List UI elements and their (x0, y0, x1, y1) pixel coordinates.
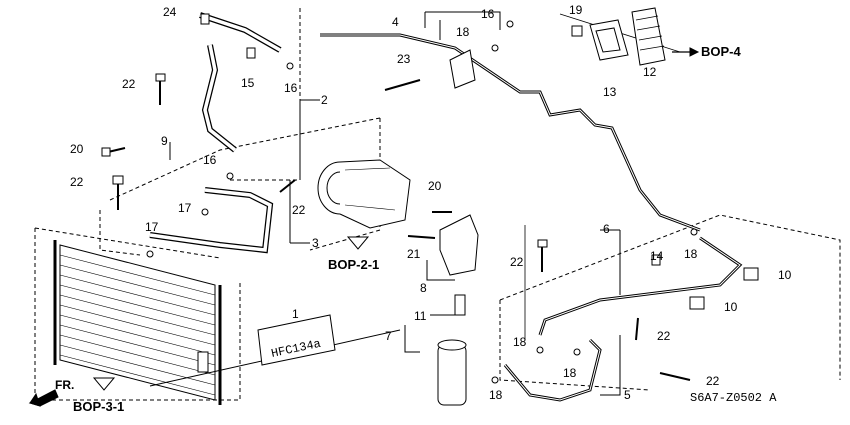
callout-17b: 17 (145, 220, 159, 234)
callout-8: 8 (420, 281, 427, 295)
callout-22c: 22 (292, 203, 306, 217)
callout-18c: 18 (513, 335, 527, 349)
callout-21: 21 (407, 247, 421, 261)
callout-14: 14 (650, 249, 664, 263)
seals (589, 7, 666, 66)
callout-19: 19 (569, 3, 583, 17)
callout-15: 15 (241, 76, 255, 90)
bracket-8 (439, 214, 479, 276)
callout-2: 2 (321, 93, 328, 107)
ref-bop-4: BOP-4 (701, 44, 742, 59)
label-plate (257, 314, 336, 366)
diagram-code: S6A7-Z0502 A (690, 391, 777, 405)
callout-22e: 22 (657, 329, 671, 343)
callout-10b: 10 (724, 300, 738, 314)
callout-12: 12 (643, 65, 657, 79)
callout-6: 6 (603, 222, 610, 236)
callout-22d: 22 (510, 255, 524, 269)
ref-bop-2-1: BOP-2-1 (328, 257, 379, 272)
callout-16b: 16 (203, 153, 217, 167)
callout-18a: 18 (456, 25, 470, 39)
callouts: 24 22 15 16 2 9 20 16 22 17 17 22 3 4 16… (70, 3, 792, 402)
group-boxes (34, 8, 841, 401)
callout-13: 13 (603, 85, 617, 99)
callout-20a: 20 (70, 142, 84, 156)
callout-10a: 10 (778, 268, 792, 282)
ref-bop-3-1: BOP-3-1 (73, 399, 124, 414)
callout-4: 4 (392, 15, 399, 29)
callout-16a: 16 (284, 81, 298, 95)
callout-20b: 20 (428, 179, 442, 193)
callout-7: 7 (385, 329, 392, 343)
callout-11: 11 (414, 309, 427, 323)
callout-5: 5 (624, 388, 631, 402)
callout-24: 24 (163, 5, 177, 19)
callout-16c: 16 (481, 7, 495, 21)
callout-9: 9 (161, 134, 168, 148)
bracket-23 (449, 49, 476, 89)
callout-18d: 18 (563, 366, 577, 380)
arrows (28, 47, 700, 407)
callout-22f: 22 (706, 374, 720, 388)
callout-18e: 18 (489, 388, 503, 402)
callout-22a: 22 (122, 77, 136, 91)
front-indicator: FR. (55, 378, 74, 392)
leader-lines (149, 11, 681, 396)
compressor (317, 159, 411, 229)
condenser (53, 240, 222, 405)
bolts (101, 13, 759, 384)
callout-22b: 22 (70, 175, 84, 189)
callout-17a: 17 (178, 201, 192, 215)
callout-18b: 18 (684, 247, 698, 261)
callout-23: 23 (397, 52, 411, 66)
callout-3: 3 (312, 236, 319, 250)
reference-labels: BOP-4 BOP-2-1 BOP-3-1 FR. S6A7-Z0502 A (55, 44, 777, 414)
receiver-drier (437, 339, 467, 406)
callout-1: 1 (292, 307, 299, 321)
ac-pipes (149, 12, 743, 402)
